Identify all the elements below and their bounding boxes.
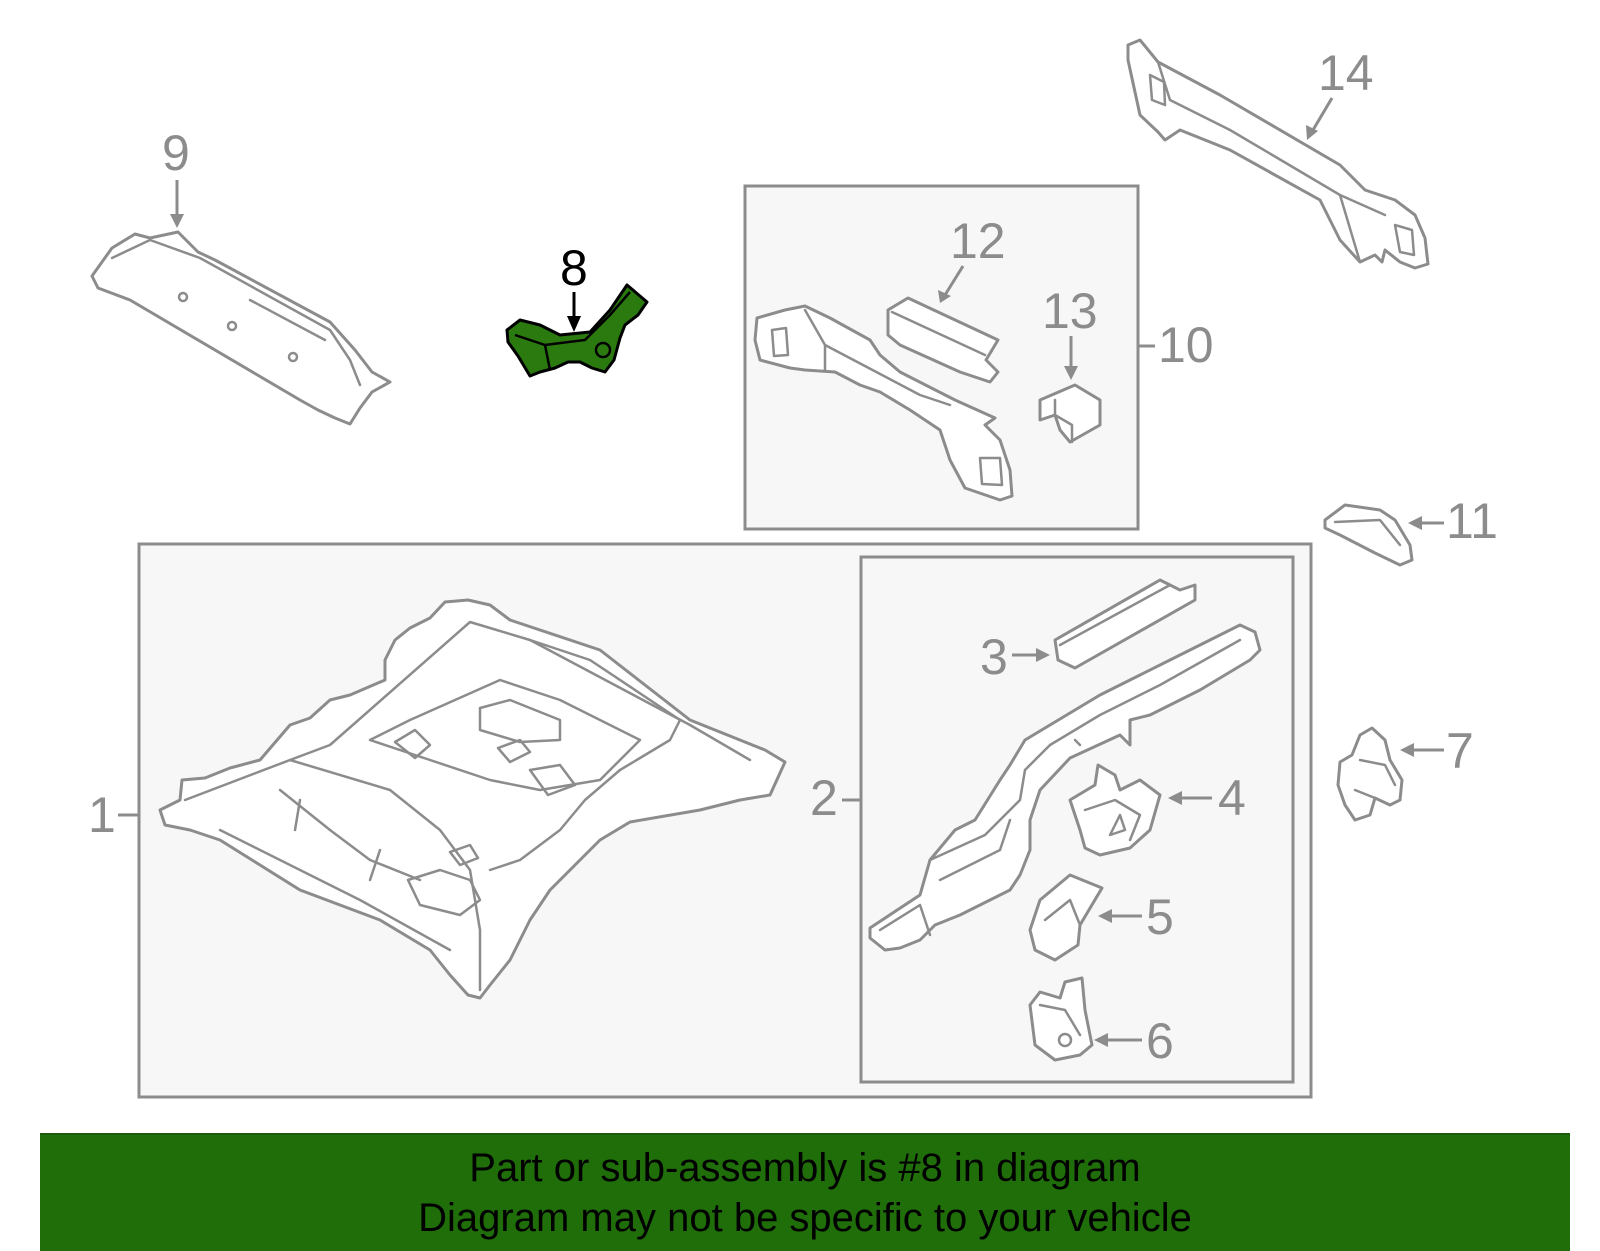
info-banner: Part or sub-assembly is #8 in diagram Di…: [40, 1133, 1570, 1251]
arrowhead-5: [1098, 909, 1112, 923]
part-6[interactable]: [1028, 976, 1094, 1062]
part-14[interactable]: [1126, 38, 1430, 270]
arrowhead-7: [1400, 743, 1414, 757]
part-9[interactable]: [90, 230, 392, 426]
arrowhead-14: [1306, 125, 1318, 140]
callout-13: 13: [1042, 283, 1098, 339]
part-11[interactable]: [1323, 503, 1414, 567]
callout-10: 10: [1158, 317, 1214, 373]
callout-8: 8: [560, 240, 588, 296]
arrowhead-4: [1168, 791, 1182, 805]
leader-12: [943, 265, 965, 296]
part-2[interactable]: [868, 623, 1262, 952]
part-3[interactable]: [1053, 578, 1197, 670]
banner-line-2: Diagram may not be specific to your vehi…: [418, 1196, 1192, 1240]
part-5[interactable]: [1028, 873, 1104, 962]
callout-12: 12: [950, 213, 1006, 269]
arrowhead-9: [170, 214, 184, 228]
arrowhead-8: [567, 316, 581, 332]
callout-3: 3: [980, 629, 1008, 685]
arrowhead-3: [1036, 648, 1050, 662]
part-10[interactable]: [753, 304, 1014, 502]
callout-1: 1: [88, 787, 116, 843]
callout-2: 2: [810, 770, 838, 826]
callout-11: 11: [1446, 493, 1498, 549]
part-4[interactable]: [1068, 763, 1162, 857]
arrowhead-13: [1064, 366, 1078, 380]
arrowhead-11: [1408, 516, 1422, 530]
callout-4: 4: [1218, 770, 1246, 826]
part-8-highlighted[interactable]: [505, 283, 649, 378]
callout-7: 7: [1446, 723, 1474, 779]
banner-line-1: Part or sub-assembly is #8 in diagram: [469, 1146, 1141, 1190]
callout-9: 9: [162, 125, 190, 181]
part-13[interactable]: [1038, 383, 1102, 444]
leader-14: [1311, 97, 1334, 131]
callout-5: 5: [1146, 889, 1174, 945]
callout-14: 14: [1318, 45, 1374, 101]
arrowhead-6: [1094, 1033, 1108, 1047]
part-12[interactable]: [886, 296, 1000, 384]
arrowhead-12: [938, 290, 951, 303]
callout-6: 6: [1146, 1013, 1174, 1069]
part-7[interactable]: [1336, 726, 1404, 822]
part-1[interactable]: [158, 598, 787, 1000]
